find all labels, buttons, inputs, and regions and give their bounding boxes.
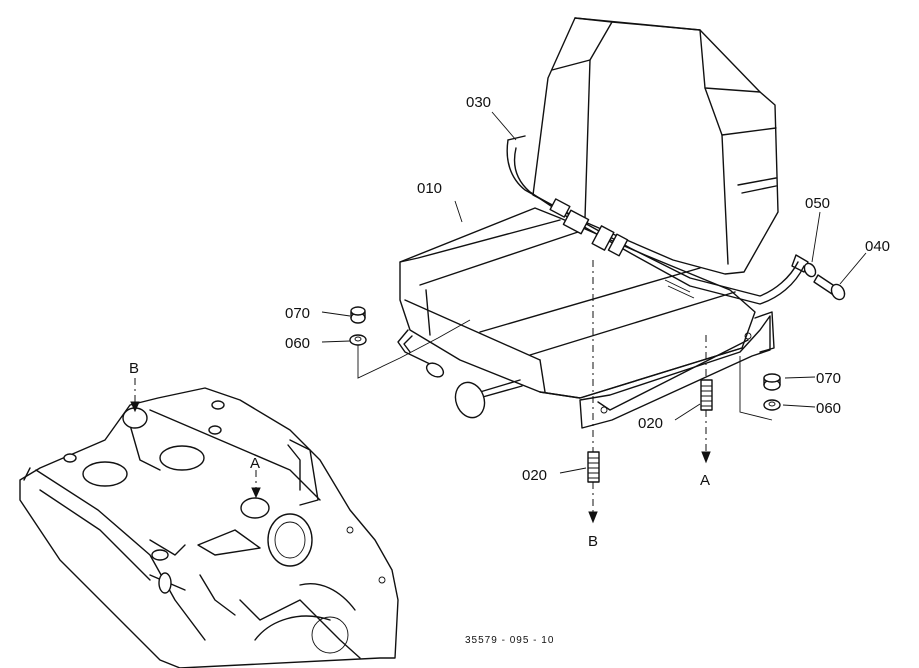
bolt: [813, 274, 846, 301]
marker-b-seat: B: [588, 533, 598, 550]
washer-right: [763, 399, 781, 411]
nut-right: [763, 373, 781, 391]
seat-cushion: [399, 207, 756, 399]
label-020-lower: 020: [522, 467, 547, 484]
label-070-left: 070: [285, 305, 310, 322]
slide-lever: [397, 329, 445, 378]
figure-code: 35579 - 095 - 10: [465, 635, 554, 646]
marker-b-engine: B: [129, 360, 139, 377]
marker-a-engine: A: [250, 455, 260, 472]
seat-backrest: [532, 17, 779, 275]
marker-a-seat: A: [700, 472, 710, 489]
washer-bolt: [803, 262, 817, 278]
label-050: 050: [805, 195, 830, 212]
engine-housing: [19, 387, 399, 668]
label-060-right: 060: [816, 400, 841, 417]
washer-left: [349, 334, 367, 346]
label-040: 040: [865, 238, 890, 255]
label-030: 030: [466, 94, 491, 111]
leader-lines: [321, 111, 867, 474]
label-010: 010: [417, 180, 442, 197]
seat-base-frame: [579, 311, 775, 429]
label-020-upper: 020: [638, 415, 663, 432]
adjuster-knob: [454, 379, 523, 419]
label-070-right: 070: [816, 370, 841, 387]
seat-belt: [506, 135, 809, 305]
stud-upper: [700, 379, 713, 464]
label-060-left: 060: [285, 335, 310, 352]
stud-lower: [587, 451, 600, 524]
engine-arrows: [130, 378, 261, 499]
center-lines: [357, 260, 773, 452]
nut-left: [350, 306, 366, 324]
